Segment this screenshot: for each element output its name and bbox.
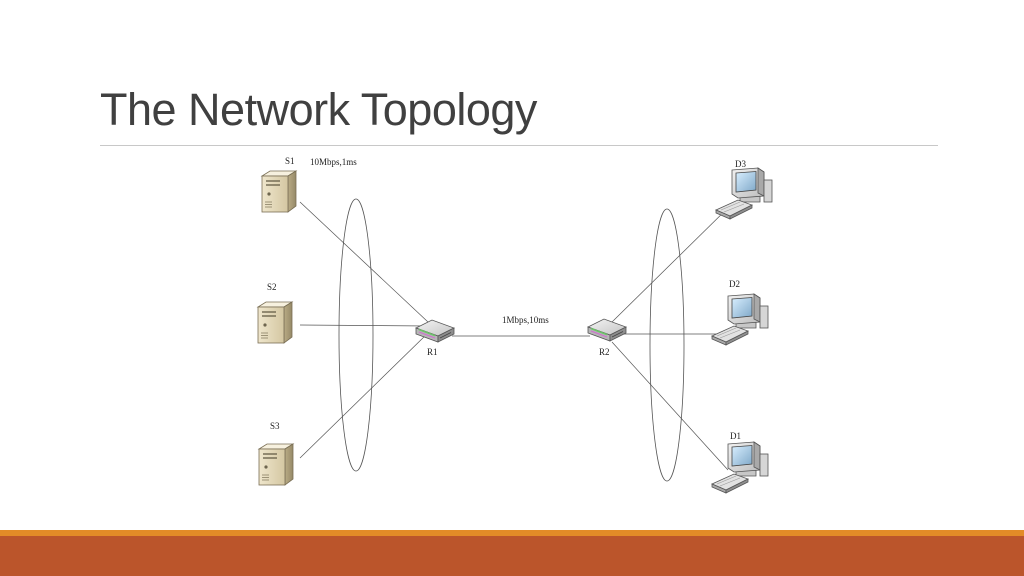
server-s2-label: S2 bbox=[267, 282, 277, 292]
computer-d3-icon bbox=[715, 167, 773, 220]
links bbox=[299, 201, 735, 471]
footer-accent-stripe bbox=[0, 530, 1024, 536]
server-s1-icon bbox=[261, 170, 297, 213]
link-s3-r1 bbox=[299, 332, 429, 459]
router-r2-label: R2 bbox=[599, 347, 610, 357]
source-group-ellipse bbox=[338, 198, 374, 472]
server-s1-label: S1 bbox=[285, 156, 295, 166]
link-r2-d3 bbox=[611, 201, 735, 323]
link-r2-d1 bbox=[611, 341, 729, 471]
computer-d2-label: D2 bbox=[729, 279, 740, 289]
link-s2-r1 bbox=[299, 324, 429, 327]
bottleneck-link-label: 1Mbps,10ms bbox=[502, 315, 549, 325]
router-r2-icon bbox=[587, 318, 627, 342]
slide-title: The Network Topology bbox=[100, 84, 537, 135]
server-s2-icon bbox=[257, 301, 293, 344]
router-r1-label: R1 bbox=[427, 347, 438, 357]
destination-group-ellipse bbox=[649, 208, 685, 482]
computer-d1-label: D1 bbox=[730, 431, 741, 441]
computer-d1-icon bbox=[711, 441, 769, 494]
link-s1-r1 bbox=[299, 201, 429, 323]
computer-d2-icon bbox=[711, 293, 769, 346]
server-s3-label: S3 bbox=[270, 421, 280, 431]
title-divider bbox=[100, 145, 938, 146]
footer-bar bbox=[0, 536, 1024, 576]
access-link-label: 10Mbps,1ms bbox=[310, 157, 357, 167]
server-s3-icon bbox=[258, 443, 294, 486]
computer-d3-label: D3 bbox=[735, 159, 746, 169]
